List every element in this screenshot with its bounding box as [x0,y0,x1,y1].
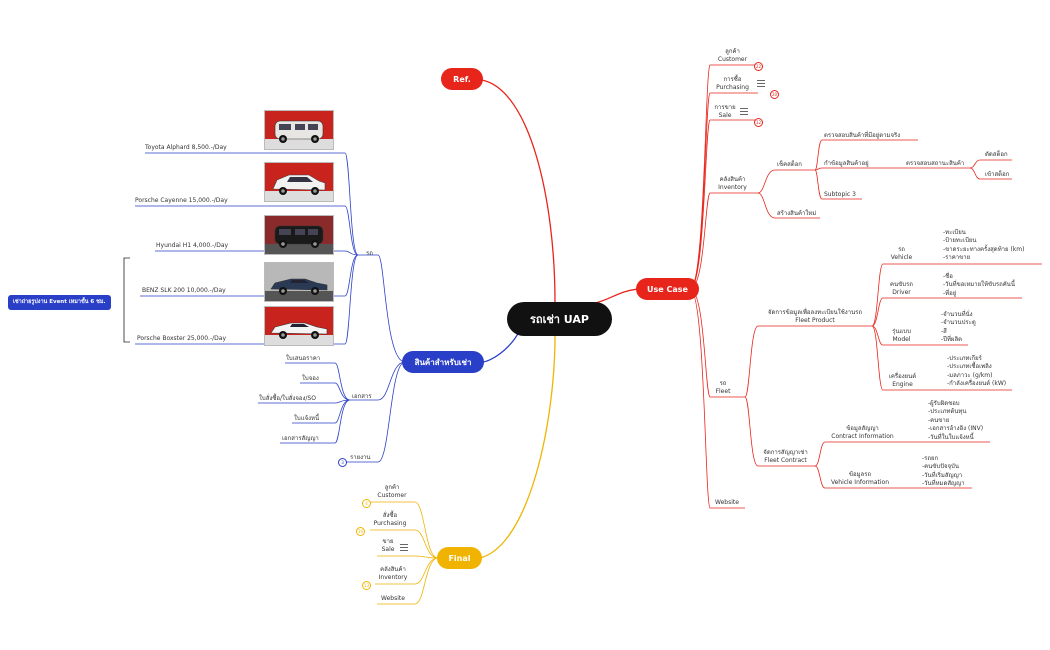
fleet-topic[interactable]: รถ Fleet [715,380,731,396]
car-label-h1[interactable]: Hyundai H1 4,000.-/Day [156,242,229,249]
car-image-h1 [264,215,334,255]
ref-node[interactable]: Ref. [441,68,483,90]
stock-check-topic[interactable]: เช็คสต็อก [777,161,802,168]
cut-stock-topic[interactable]: ตัดสต็อก [985,151,1008,158]
use-case-node[interactable]: Use Case [636,278,699,300]
rental-products-node[interactable]: สินค้าสำหรับเช่า [402,351,484,373]
doc-contract[interactable]: เอกสารสัญญา [282,435,319,442]
connector-root-ref [481,79,556,303]
connector-root-final [479,335,556,559]
fleet-product-topic[interactable]: จัดการข้อมูลเพื่อลงทะเบียนใช้งานรถ Fleet… [767,309,863,325]
customer-topic[interactable]: ลูกค้า Customer [717,48,748,64]
doc-purchase-order[interactable]: ใบสั่งซื้อ/ใบสั่งจอง/SO [259,395,316,402]
contract-fields: -ผู้รับผิดชอบ -ประเภทต้นทุน -คนขาย -เอกส… [928,400,984,441]
vehicle-fields: -ทะเบียน -ป้ายทะเบียน -ขาดระยะทางครั้งสุ… [943,229,1025,262]
final-purchasing[interactable]: สั่งซื้อ Purchasing [373,512,407,528]
car-label-cayenne[interactable]: Porsche Cayenne 15,000.-/Day [135,197,228,204]
website-topic[interactable]: Website [715,499,739,506]
car-image-slk [264,262,334,302]
final-website[interactable]: Website [381,595,405,602]
report-count-badge: 3 [338,458,347,467]
final-sale-note-icon [400,544,408,551]
purchasing-topic[interactable]: การซื้อ Purchasing [716,76,749,92]
driver-fields: -ชื่อ -วันที่ขอเหมายให้ขับรถคันนี้ -ที่อ… [943,273,1016,297]
vehicle-info-fields: -รถยก -คนขับปัจจุบัน -วันที่เริ่มสัญญา -… [922,455,965,488]
check-status-topic[interactable]: ตรวจสอบสถานะสินค้า [906,160,965,167]
final-purchasing-badge: 16 [356,527,365,536]
check-real-stock-topic[interactable]: ตรวจสอบสินค้าที่มีอยู่ตามจริง [824,132,901,139]
model-fields: -จำนวนที่นั่ง -จำนวนประตู -สี -ปีที่ผลิต [941,311,976,344]
purchasing-count-badge: 20 [770,90,779,99]
car-image-alphard [264,110,334,150]
doc-quotation[interactable]: ใบเสนอราคา [286,355,321,362]
customer-count-badge: 22 [754,62,763,71]
connector-root-usecase [594,288,641,304]
final-inventory[interactable]: คลังสินค้า Inventory [378,566,408,582]
car-label-alphard[interactable]: Toyota Alphard 8,500.-/Day [145,144,227,151]
new-product-topic[interactable]: สร้างสินค้าใหม่ [777,210,817,217]
cars-category[interactable]: รถ [366,250,373,257]
sale-note-icon [740,108,748,115]
inventory-topic[interactable]: คลังสินค้า Inventory [718,176,747,192]
engine-topic[interactable]: เครื่องยนต์ Engine [888,373,917,389]
add-stock-topic[interactable]: เข้าสต็อก [985,171,1010,178]
connector-root-rental [481,329,521,363]
final-sale[interactable]: ขาย Sale [381,538,395,554]
product-info-topic[interactable]: กำข้อมูลสินค้าอยู่ [824,160,869,167]
car-label-slk[interactable]: BENZ SLK 200 10,000.-/Day [142,287,226,294]
fleet-contract-topic[interactable]: จัดการสัญญาเช่า Fleet Contract [763,449,808,465]
promo-bracket [123,257,130,343]
doc-booking[interactable]: ใบจอง [302,375,319,382]
doc-invoice[interactable]: ใบแจ้งหนี้ [294,415,320,422]
engine-fields: -ประเภทเกียร์ -ประเภทเชื้อเพลิง -มลภาวะ … [947,355,1007,388]
final-inventory-badge: 13 [362,581,371,590]
sale-count-badge: 12 [754,118,763,127]
driver-topic[interactable]: คนขับรถ Driver [890,281,913,297]
car-image-boxster [264,306,334,346]
vehicle-info-topic[interactable]: ข้อมูลรถ Vehicle Information [830,471,890,487]
final-customer-badge: 4 [362,499,371,508]
subtopic-3[interactable]: Subtopic 3 [824,191,856,198]
model-topic[interactable]: รุ่นแบบ Model [892,328,911,344]
final-node[interactable]: Final [437,547,482,569]
final-customer[interactable]: ลูกค้า Customer [377,484,407,500]
contract-info-topic[interactable]: ข้อมูลสัญญา Contract Information [831,425,894,441]
documents-category[interactable]: เอกสาร [352,393,372,400]
vehicle-topic[interactable]: รถ Vehicle [890,246,913,262]
purchasing-note-icon [757,80,765,87]
promo-label[interactable]: เช่าถ่ายรูปงาน Event เหมาขั้น 6 ชม. [8,295,111,310]
report-topic[interactable]: รายงาน [350,454,371,461]
car-label-boxster[interactable]: Porsche Boxster 25,000.-/Day [137,335,227,342]
car-image-cayenne [264,162,334,202]
sale-topic[interactable]: การขาย Sale [714,104,736,120]
root-node[interactable]: รถเช่า UAP [507,302,612,336]
